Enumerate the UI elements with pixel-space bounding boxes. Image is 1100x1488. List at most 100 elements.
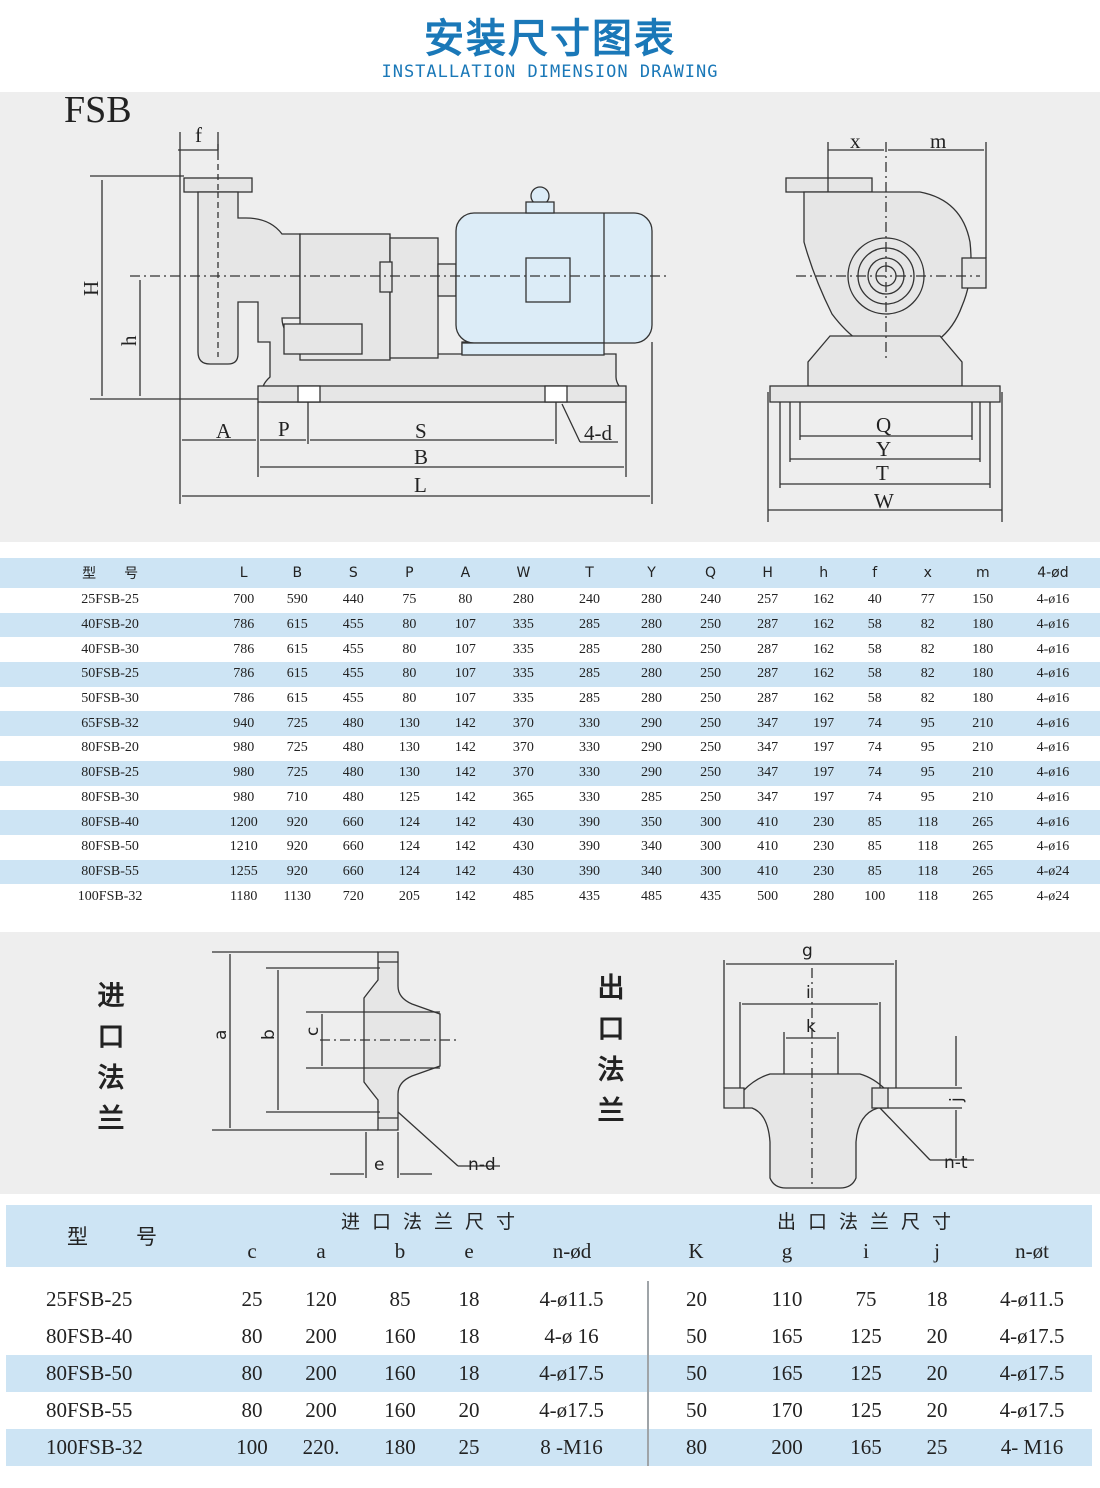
value-cell: 75 [402, 592, 417, 608]
dimension-col-header: x [923, 565, 932, 581]
value-cell: 940 [233, 715, 255, 731]
value-cell: 130 [398, 765, 420, 781]
value-cell: 80 [402, 641, 417, 657]
value-cell: 287 [757, 691, 779, 707]
value-cell: 230 [813, 863, 835, 879]
value-cell: 85 [867, 839, 882, 855]
value-cell: 4-ø16 [1036, 617, 1070, 633]
motor-terminal-box [525, 257, 571, 303]
value-cell: 590 [286, 592, 308, 608]
value-cell: 74 [867, 715, 882, 731]
value-cell: 285 [641, 789, 663, 805]
dim-b: b [259, 1029, 279, 1040]
value-cell: 257 [757, 592, 779, 608]
model-cell: 40FSB-20 [81, 617, 139, 633]
value-cell: 77 [920, 592, 935, 608]
value-cell: 18 [458, 1324, 480, 1348]
value-cell: 455 [342, 666, 364, 682]
value-cell: 180 [972, 617, 994, 633]
value-cell: 265 [972, 863, 994, 879]
motor-feet [461, 342, 605, 356]
value-cell: 80 [458, 592, 473, 608]
value-cell: 4-ø16 [1036, 814, 1070, 830]
value-cell: 58 [867, 691, 882, 707]
value-cell: 95 [920, 789, 935, 805]
value-cell: 4-ø16 [1036, 715, 1070, 731]
value-cell: 118 [917, 888, 938, 904]
value-cell: 480 [342, 765, 364, 781]
dimension-col-header: T [585, 565, 594, 581]
value-cell: 440 [342, 592, 364, 608]
value-cell: 435 [578, 888, 600, 904]
value-cell: 25 [241, 1287, 263, 1311]
value-cell: 410 [757, 814, 779, 830]
model-cell: 50FSB-25 [81, 666, 139, 682]
value-cell: 210 [972, 765, 994, 781]
value-cell: 197 [813, 789, 835, 805]
value-cell: 290 [641, 765, 663, 781]
value-cell: 142 [454, 814, 476, 830]
value-cell: 980 [233, 765, 255, 781]
value-cell: 162 [813, 691, 835, 707]
model-cell: 80FSB-40 [46, 1324, 133, 1348]
value-cell: 50 [647, 1392, 744, 1429]
model-cell: 25FSB-25 [46, 1287, 133, 1311]
value-cell: 250 [700, 765, 722, 781]
flange-drawing: a b c e n-d g i k j n-t [211, 941, 974, 1189]
dimension-col-header: W [516, 565, 531, 581]
value-cell: 58 [867, 641, 882, 657]
value-cell: 82 [920, 641, 935, 657]
value-cell: 480 [342, 715, 364, 731]
value-cell: 125 [850, 1361, 882, 1385]
value-cell: 280 [641, 617, 663, 633]
value-cell: 4-ø16 [1036, 641, 1070, 657]
value-cell: 58 [867, 666, 882, 682]
value-cell: 390 [578, 863, 600, 879]
dim-g: g [802, 941, 813, 961]
value-cell: 125 [850, 1398, 882, 1422]
value-cell: 162 [813, 592, 835, 608]
value-cell: 20 [926, 1398, 948, 1422]
outlet-flange-title: 出 口 法 兰 [597, 973, 625, 1127]
value-cell: 80 [241, 1324, 263, 1348]
inlet-flange-header: 进口法兰尺寸 [340, 1211, 527, 1233]
value-cell: 430 [512, 839, 534, 855]
value-cell: 485 [641, 888, 663, 904]
value-cell: 330 [578, 789, 600, 805]
value-cell: 25 [926, 1435, 948, 1459]
outlet-flange-header: 出口法兰尺寸 [776, 1211, 963, 1233]
value-cell: 250 [700, 617, 722, 633]
value-cell: 200 [305, 1361, 337, 1385]
model-cell: 80FSB-55 [46, 1398, 133, 1422]
value-cell: 107 [454, 641, 476, 657]
value-cell: 455 [342, 641, 364, 657]
value-cell: 4-ø 16 [544, 1324, 599, 1348]
value-cell: 80 [241, 1398, 263, 1422]
value-cell: 287 [757, 666, 779, 682]
dimension-col-header: 4-ød [1037, 565, 1069, 581]
pump-support [283, 323, 363, 355]
value-cell: 20 [926, 1324, 948, 1348]
value-cell: 725 [286, 740, 308, 756]
dimension-col-header: Y [647, 565, 656, 581]
value-cell: 74 [867, 740, 882, 756]
value-cell: 82 [920, 666, 935, 682]
dimension-col-header: P [405, 565, 414, 581]
value-cell: 240 [700, 592, 722, 608]
dim-h: h [117, 335, 141, 346]
value-cell: 480 [342, 789, 364, 805]
dimension-col-header: Q [705, 565, 717, 581]
dim-4d: 4-d [584, 421, 612, 445]
dim-nd: n-d [468, 1155, 496, 1175]
value-cell: 162 [813, 617, 835, 633]
value-cell: 455 [342, 691, 364, 707]
value-cell: 285 [578, 617, 600, 633]
front-shaft-stub [961, 257, 987, 289]
value-cell: 300 [700, 863, 722, 879]
